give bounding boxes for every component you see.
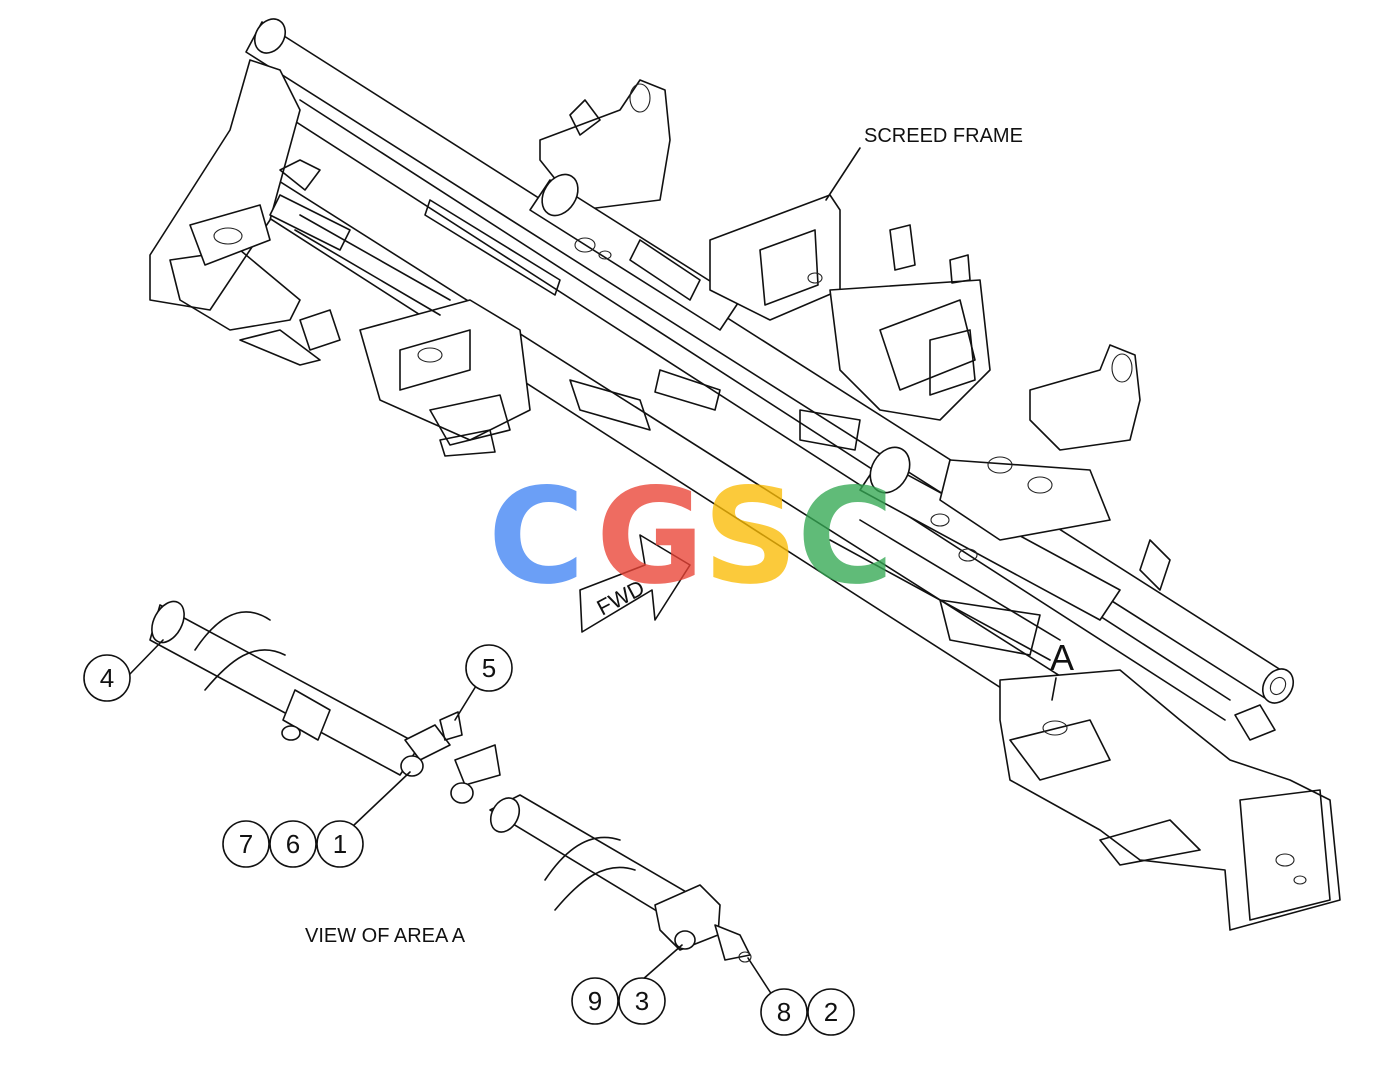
svg-text:3: 3: [635, 986, 649, 1016]
view-caption: VIEW OF AREA A: [305, 925, 466, 947]
svg-text:4: 4: [100, 663, 114, 693]
callout-4: 4: [83, 654, 131, 702]
cgsc-watermark: C G S C: [488, 460, 894, 614]
screed-frame-label: SCREED FRAME: [864, 125, 1023, 147]
watermark-letter-g: G: [596, 460, 704, 614]
svg-text:7: 7: [239, 829, 253, 859]
area-a-marker: A: [1050, 637, 1074, 678]
svg-text:2: 2: [824, 997, 838, 1027]
callout-8: 8: [760, 988, 808, 1036]
callout-5: 5: [465, 644, 513, 692]
svg-text:5: 5: [482, 653, 496, 683]
callouts: 4 5 7 6 1 9 3 8: [83, 644, 855, 1036]
watermark-letter-c1: C: [488, 460, 585, 614]
svg-text:6: 6: [286, 829, 300, 859]
callout-2: 2: [807, 988, 855, 1036]
callout-9: 9: [571, 977, 619, 1025]
screed-frame-callout: SCREED FRAME: [825, 125, 1023, 201]
callout-1: 1: [316, 820, 364, 868]
callout-7: 7: [222, 820, 270, 868]
svg-text:1: 1: [333, 829, 347, 859]
watermark-letter-s: S: [703, 460, 798, 614]
svg-text:8: 8: [777, 997, 791, 1027]
svg-text:9: 9: [588, 986, 602, 1016]
screed-frame-assembly: [149, 18, 1341, 931]
callout-3: 3: [618, 977, 666, 1025]
detail-view-area-a: [127, 600, 775, 999]
watermark-letter-c2: C: [797, 460, 894, 614]
callout-6: 6: [269, 820, 317, 868]
